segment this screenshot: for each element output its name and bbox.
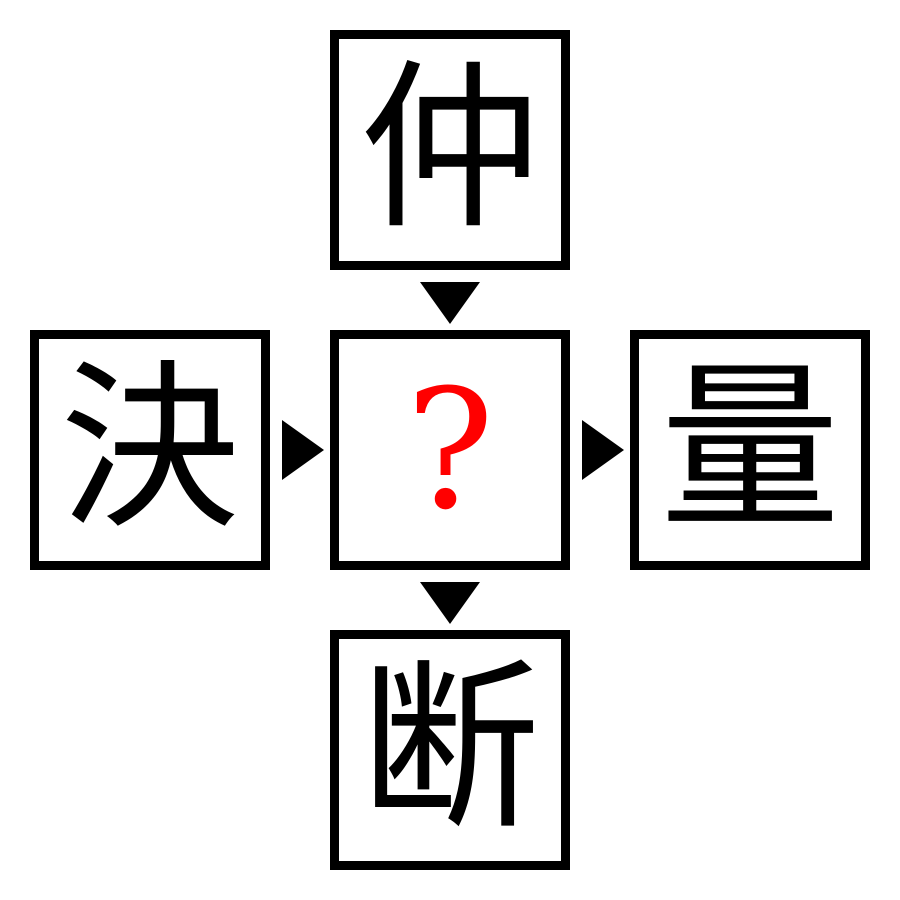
kanji-box-left: 決 — [30, 330, 270, 570]
kanji-bottom: 断 — [359, 645, 540, 854]
kanji-box-bottom: 断 — [330, 630, 570, 870]
answer-box[interactable]: ? — [330, 330, 570, 570]
kanji-box-top: 仲 — [330, 30, 570, 270]
kanji-right: 量 — [659, 345, 840, 554]
arrow-down-icon — [420, 282, 480, 324]
arrow-right-icon — [282, 420, 324, 480]
kanji-left: 決 — [59, 345, 240, 554]
kanji-box-right: 量 — [630, 330, 870, 570]
arrow-right-icon — [582, 420, 624, 480]
arrow-down-icon — [420, 582, 480, 624]
question-mark: ? — [405, 353, 495, 546]
kanji-top: 仲 — [359, 45, 540, 254]
